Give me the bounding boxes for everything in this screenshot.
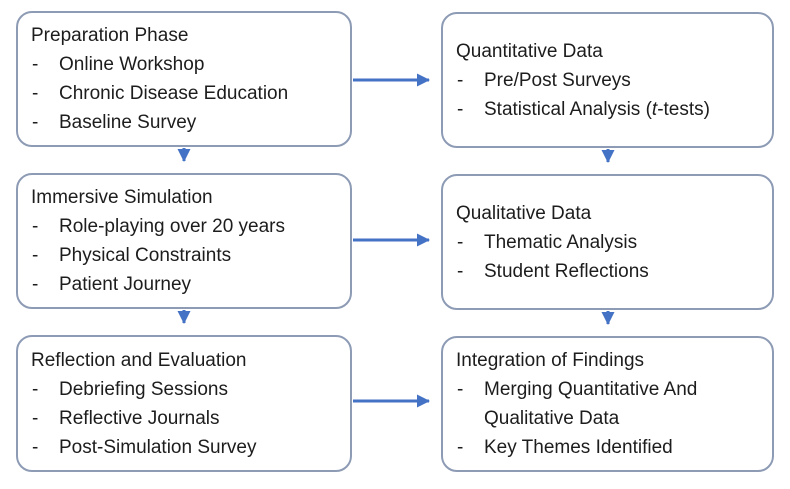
box-immersive-simulation: Immersive Simulation - Role-playing over… [16, 173, 352, 309]
bullet-dash: - [32, 407, 39, 429]
box-integration-of-findings: Integration of Findings - Merging Quanti… [441, 336, 774, 472]
box-title: Integration of Findings [456, 350, 645, 371]
bullet-dash: - [457, 379, 464, 400]
box-title: Immersive Simulation [31, 187, 213, 208]
box-title: Qualitative Data [456, 202, 592, 224]
list-item-text: Debriefing Sessions [59, 378, 228, 400]
list-item: - Thematic Analysis [456, 228, 762, 257]
box-quantitative-data: Quantitative Data - Pre/Post Surveys - S… [441, 12, 774, 148]
list-item: - Patient Journey [31, 270, 340, 299]
list-item-text: Baseline Survey [59, 112, 197, 133]
list-item-text-italic: t [651, 98, 658, 120]
list-item-text: Post-Simulation Survey [59, 436, 257, 458]
list-item-text: Student Reflections [484, 260, 649, 282]
list-item-text: Online Workshop [59, 54, 205, 75]
list-item: - Key Themes Identified [456, 433, 762, 462]
list-item: - Physical Constraints [31, 241, 340, 270]
list-item: - Merging Quantitative And Qualitative D… [456, 375, 762, 433]
list-item-text-prefix: Statistical Analysis ( [484, 98, 652, 120]
box-title: Reflection and Evaluation [31, 349, 247, 371]
list-item-text: Statistical Analysis (t-tests) [484, 95, 762, 124]
bullet-dash: - [457, 437, 464, 458]
list-item-text-suffix: -tests) [657, 98, 710, 120]
bullet-dash: - [32, 245, 39, 266]
bullet-dash: - [32, 112, 39, 133]
bullet-dash: - [32, 378, 39, 400]
list-item: - Student Reflections [456, 257, 762, 286]
bullet-dash: - [32, 274, 39, 295]
box-reflection-and-evaluation: Reflection and Evaluation - Debriefing S… [16, 335, 352, 472]
list-item-text: Chronic Disease Education [59, 83, 289, 104]
bullet-dash: - [32, 83, 39, 104]
bullet-dash: - [457, 98, 464, 120]
list-item: - Debriefing Sessions [31, 375, 340, 404]
list-item-text: Role-playing over 20 years [59, 216, 286, 237]
list-item-text: Patient Journey [59, 274, 192, 295]
list-item: - Chronic Disease Education [31, 79, 340, 108]
bullet-dash: - [32, 54, 39, 75]
bullet-dash: - [457, 231, 464, 253]
bullet-dash: - [32, 436, 39, 458]
box-qualitative-data: Qualitative Data - Thematic Analysis - S… [441, 174, 774, 310]
list-item: - Baseline Survey [31, 108, 340, 137]
list-item: - Pre/Post Surveys [456, 66, 762, 95]
bullet-dash: - [32, 216, 39, 237]
list-item-text: Reflective Journals [59, 407, 220, 429]
list-item-text: Thematic Analysis [484, 231, 638, 253]
box-title: Quantitative Data [456, 40, 603, 62]
list-item: - Statistical Analysis (t-tests) [456, 95, 762, 124]
box-title: Preparation Phase [31, 25, 189, 46]
list-item-text: Pre/Post Surveys [484, 69, 631, 91]
bullet-dash: - [457, 69, 464, 91]
list-item-text: Physical Constraints [59, 245, 232, 266]
list-item: - Post-Simulation Survey [31, 433, 340, 462]
bullet-dash: - [457, 260, 464, 282]
list-item-text: Merging Quantitative And Qualitative Dat… [484, 379, 698, 429]
list-item-text: Key Themes Identified [484, 437, 673, 458]
list-item: - Online Workshop [31, 50, 340, 79]
list-item: - Role-playing over 20 years [31, 212, 340, 241]
box-preparation-phase: Preparation Phase - Online Workshop - Ch… [16, 11, 352, 147]
list-item: - Reflective Journals [31, 404, 340, 433]
